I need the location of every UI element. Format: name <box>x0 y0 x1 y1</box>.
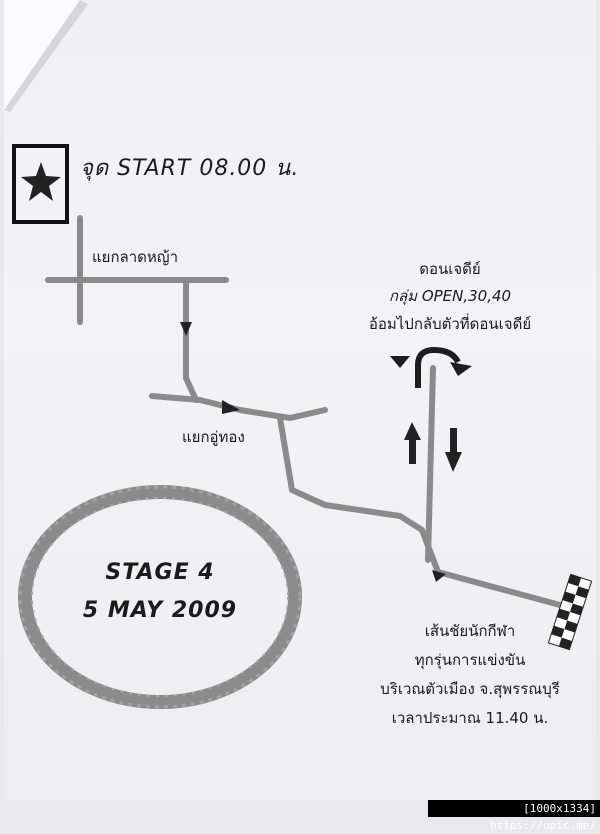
finish-line-label: เส้นชัยนักกีฬา <box>424 622 516 640</box>
direction-arrow-icon <box>180 322 192 336</box>
turnaround-instruction: อ้อมไปกลับตัวที่ดอนเจดีย์ <box>368 315 532 333</box>
star-icon <box>12 144 69 224</box>
route-map-graphic <box>4 0 593 709</box>
checkered-flag-icon <box>547 573 593 651</box>
finish-categories: ทุกรุ่นการแข่งขัน <box>414 651 526 669</box>
road-donchedi-spur <box>425 365 436 563</box>
map-sheet: จุด START 08.00 น. แยกลาดหญ้า แยกอู่ทอง … <box>4 0 600 832</box>
u-turn-arrow-icon <box>390 346 472 388</box>
stage-number: STAGE 4 <box>105 560 215 585</box>
stage-badge-ring <box>18 485 302 709</box>
road-laadya-south <box>183 277 199 403</box>
finish-time: เวลาประมาณ 11.40 น. <box>391 709 549 727</box>
turnaround-place-label: ดอนเจดีย์ <box>419 260 481 278</box>
stage-date: 5 MAY 2009 <box>82 598 238 623</box>
down-arrow-icon <box>445 428 462 472</box>
paper-background <box>4 0 596 800</box>
direction-arrow-icon <box>222 400 240 414</box>
turnaround-group-label: กลุ่ม OPEN,30,40 <box>388 287 512 305</box>
direction-arrow-icon <box>432 570 446 582</box>
finish-location: บริเวณตัวเมือง จ.สุพรรณบุรี <box>380 680 560 698</box>
image-watermark: [1000x1334] https://upic.me/ <box>428 800 600 832</box>
road-uthong-crossing <box>149 393 328 421</box>
junction-label-uthong: แยกอู่ทอง <box>182 428 245 446</box>
folded-corner-shadow <box>4 0 88 112</box>
start-title: จุด START 08.00 น. <box>80 156 300 181</box>
road-main-route <box>277 415 563 608</box>
up-arrow-icon <box>404 422 421 464</box>
junction-label-laadya: แยกลาดหญ้า <box>92 248 178 266</box>
